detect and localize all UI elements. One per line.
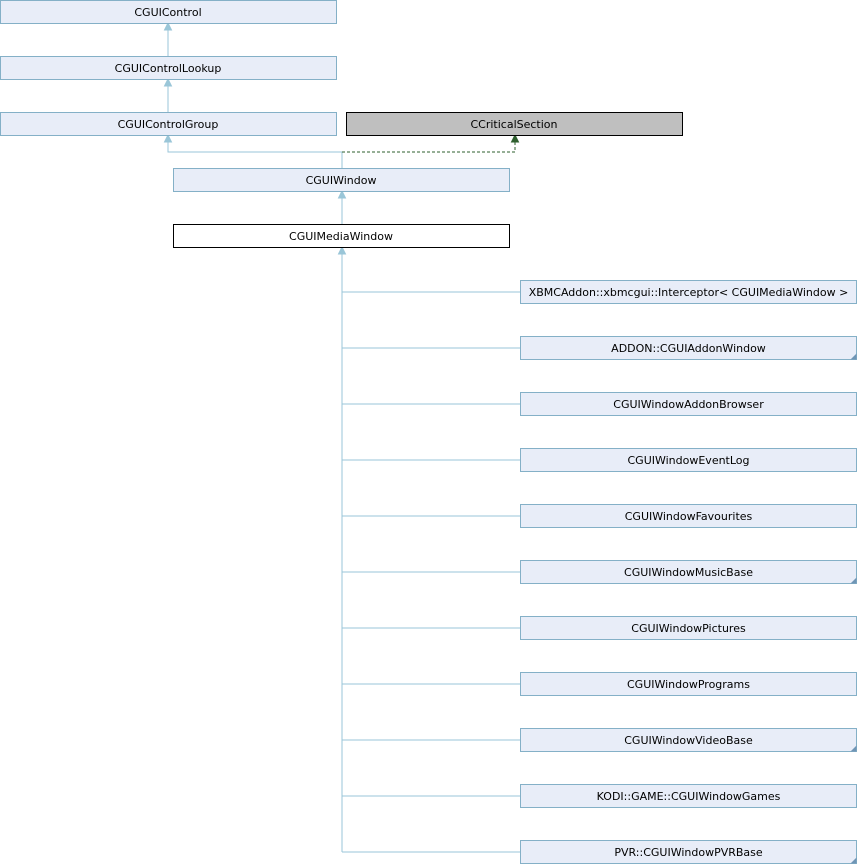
node-cguiwindow[interactable]: CGUIWindow (173, 168, 510, 192)
node-kodi-game-cguiwindowgames-label[interactable]: KODI::GAME::CGUIWindowGames (597, 790, 781, 803)
edge-window-to-group (167, 136, 343, 168)
arrow-to-mediawindow (337, 245, 347, 255)
node-cguiwindowmusicbase-label[interactable]: CGUIWindowMusicBase (624, 566, 753, 579)
edges-children (337, 245, 520, 853)
more-subclasses-icon (850, 745, 857, 752)
node-cguicontrolgroup-box[interactable] (0, 112, 337, 136)
arrow-to-lookup (163, 77, 173, 87)
node-cguicontrollookup-label[interactable]: CGUIControlLookup (115, 62, 222, 75)
node-cguiwindowpictures[interactable]: CGUIWindowPictures (520, 616, 857, 640)
node-cguicontrol-box[interactable] (0, 0, 337, 24)
derived-classes: XBMCAddon::xbmcgui::Interceptor< CGUIMed… (520, 280, 857, 864)
node-cguiwindowprograms-label[interactable]: CGUIWindowPrograms (627, 678, 750, 691)
edges-top (163, 21, 520, 224)
arrow-to-group (163, 133, 173, 143)
node-xbmcaddon-xbmcgui-interceptor-cguimediawindow[interactable]: XBMCAddon::xbmcgui::Interceptor< CGUIMed… (520, 280, 857, 304)
node-pvr-cguiwindowpvrbase[interactable]: PVR::CGUIWindowPVRBase (520, 840, 857, 864)
node-cguiwindowfavourites-label[interactable]: CGUIWindowFavourites (625, 510, 753, 523)
node-cguiwindowmusicbase[interactable]: CGUIWindowMusicBase (520, 560, 857, 584)
arrow-to-criticalsection (510, 133, 520, 143)
node-cguiwindowvideobase-label[interactable]: CGUIWindowVideoBase (624, 734, 753, 747)
node-cguiwindowpictures-label[interactable]: CGUIWindowPictures (631, 622, 746, 635)
more-subclasses-icon (850, 353, 857, 360)
node-cguimediawindow: CGUIMediaWindow (173, 224, 510, 248)
node-ccriticalsection-label: CCriticalSection (470, 118, 557, 131)
node-pvr-cguiwindowpvrbase-label[interactable]: PVR::CGUIWindowPVRBase (614, 846, 763, 859)
node-cguicontrol-label[interactable]: CGUIControl (134, 6, 201, 19)
node-cguiwindowvideobase[interactable]: CGUIWindowVideoBase (520, 728, 857, 752)
node-addon-cguiaddonwindow[interactable]: ADDON::CGUIAddonWindow (520, 336, 857, 360)
node-xbmcaddon-xbmcgui-interceptor-cguimediawindow-label[interactable]: XBMCAddon::xbmcgui::Interceptor< CGUIMed… (529, 286, 849, 299)
node-cguicontrollookup[interactable]: CGUIControlLookup (0, 56, 337, 80)
arrow-to-window (337, 189, 347, 199)
node-cguicontrol[interactable]: CGUIControl (0, 0, 337, 24)
node-ccriticalsection-box (346, 112, 683, 136)
node-cguicontrolgroup[interactable]: CGUIControlGroup (0, 112, 337, 136)
node-cguiwindow-label[interactable]: CGUIWindow (306, 174, 377, 187)
arrow-to-control (163, 21, 173, 31)
node-addon-cguiaddonwindow-label[interactable]: ADDON::CGUIAddonWindow (611, 342, 766, 355)
node-cguiwindowfavourites[interactable]: CGUIWindowFavourites (520, 504, 857, 528)
node-kodi-game-cguiwindowgames[interactable]: KODI::GAME::CGUIWindowGames (520, 784, 857, 808)
node-cguiwindoweventlog-label[interactable]: CGUIWindowEventLog (627, 454, 749, 467)
node-ccriticalsection: CCriticalSection (346, 112, 683, 136)
node-cguimediawindow-box (173, 224, 510, 248)
node-cguiwindow-box[interactable] (173, 168, 510, 192)
edge-window-to-criticalsection (342, 136, 516, 153)
node-cguimediawindow-label: CGUIMediaWindow (289, 230, 393, 243)
node-cguicontrollookup-box[interactable] (0, 56, 337, 80)
node-cguiwindowaddonbrowser-label[interactable]: CGUIWindowAddonBrowser (613, 398, 764, 411)
more-subclasses-icon (850, 857, 857, 864)
node-cguiwindowaddonbrowser[interactable]: CGUIWindowAddonBrowser (520, 392, 857, 416)
node-cguicontrolgroup-label[interactable]: CGUIControlGroup (118, 118, 219, 131)
node-cguiwindoweventlog[interactable]: CGUIWindowEventLog (520, 448, 857, 472)
more-subclasses-icon (850, 577, 857, 584)
node-cguiwindowprograms[interactable]: CGUIWindowPrograms (520, 672, 857, 696)
